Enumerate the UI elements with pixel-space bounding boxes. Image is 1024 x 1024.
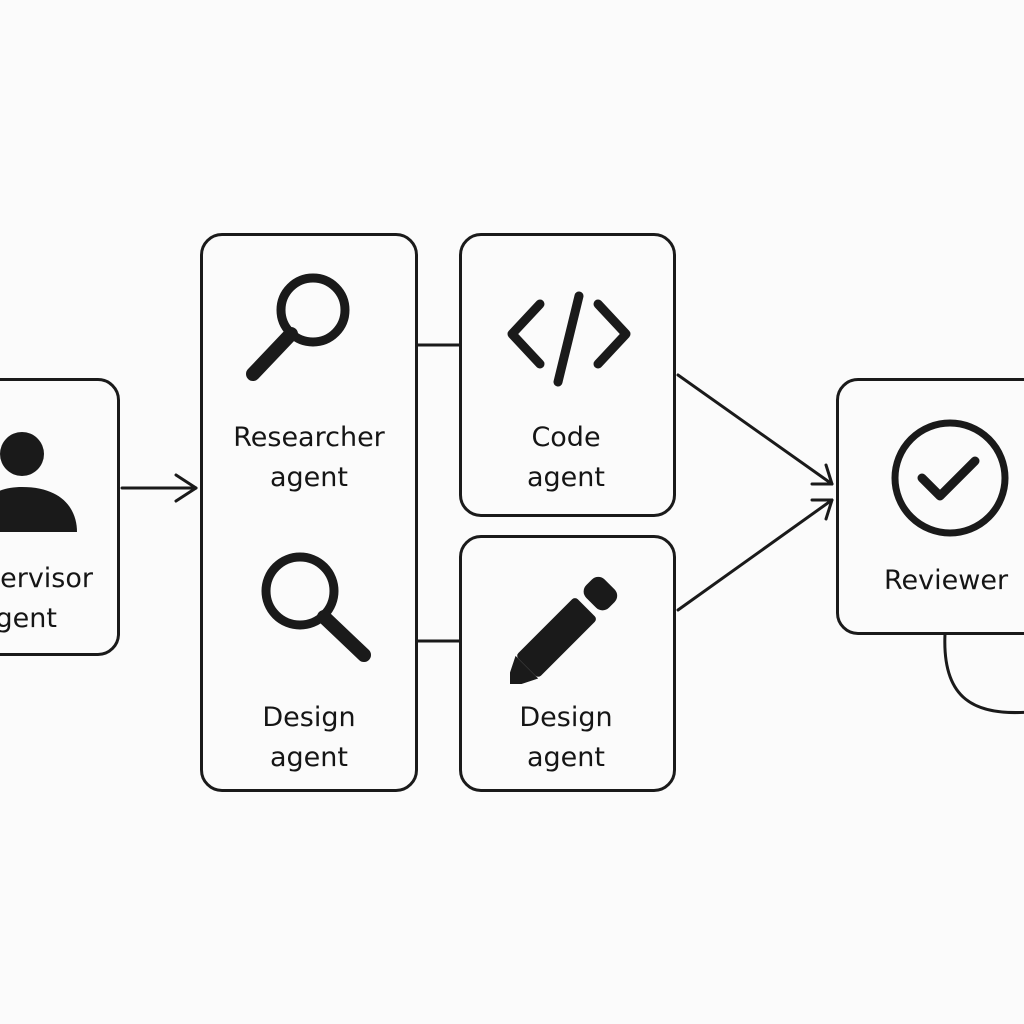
code-brackets-icon [507,291,631,387]
design-agent-node: Design agent [459,535,676,792]
code-label-line1: Code [531,422,601,453]
design-right-label-line1: Design [519,702,613,733]
arrowhead-supervisor-to-researcher [174,473,198,503]
code-agent-node: Code agent [459,233,676,517]
arrowhead-code-to-reviewer [810,463,834,486]
reviewer-label: Reviewer [884,565,1009,596]
code-label-line2: agent [527,462,605,493]
researcher-label-line2: agent [270,462,348,493]
design-left-label-line1: Design [262,702,356,733]
magnifier-icon [246,273,350,381]
researcher-design-column: Researcher agent Design agent [200,233,418,792]
edge-reviewer-loop [943,632,1024,715]
design-right-label-line2: agent [527,742,605,773]
edge-code-to-reviewer [676,373,834,486]
supervisor-agent-node: Supervisor agent [0,378,120,656]
supervisor-label-line2: agent [0,603,57,634]
magnifier-icon [261,552,371,662]
user-icon [0,432,77,532]
reviewer-node: Reviewer [836,378,1024,635]
edge-design-to-reviewer [676,498,834,612]
arrowhead-design-to-reviewer [810,498,834,521]
researcher-label-line1: Researcher [233,422,385,453]
check-circle-icon [891,419,1009,537]
design-left-label-line2: agent [270,742,348,773]
supervisor-label-line1: Supervisor [0,563,93,594]
pencil-icon [510,576,618,684]
